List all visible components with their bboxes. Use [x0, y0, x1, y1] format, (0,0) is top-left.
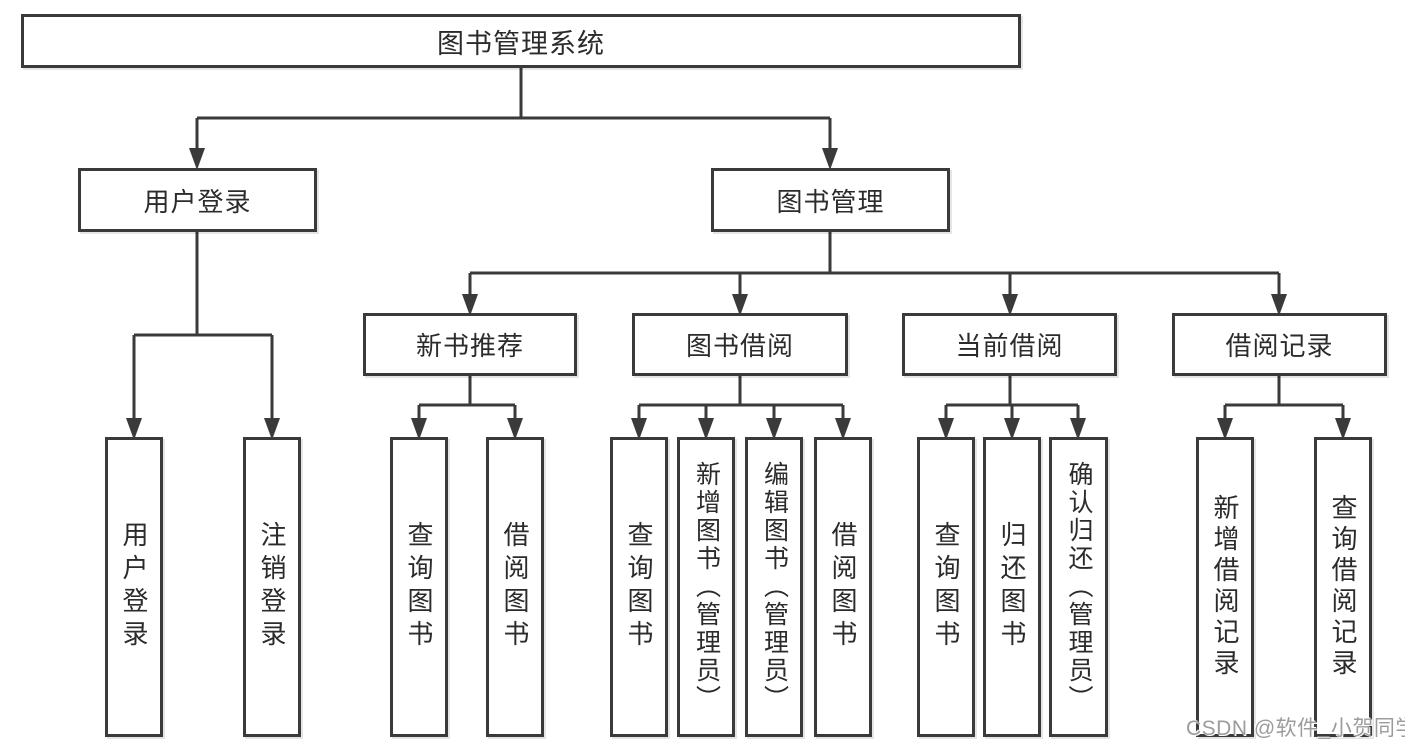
leaf-add-borrow-record-label: 新增借阅记录 [1210, 494, 1240, 680]
leaf-query-books-current: 查询图书 [917, 437, 975, 737]
leaf-query-books-current-label: 查询图书 [931, 521, 961, 653]
leaf-query-books-recommend-label: 查询图书 [404, 521, 434, 653]
leaf-logout-label: 注销登录 [257, 521, 287, 653]
leaf-query-books-borrow-label: 查询图书 [624, 521, 654, 653]
leaf-user-login-label: 用户登录 [119, 521, 149, 653]
node-book-borrow: 图书借阅 [632, 313, 848, 376]
arrowheads-level2 [189, 148, 838, 170]
arrowheads-new-book-leaves [411, 418, 523, 440]
leaf-confirm-return-admin-label: 确认归还（管理员） [1065, 461, 1093, 713]
connector-root-to-level2 [195, 68, 832, 150]
leaf-logout: 注销登录 [243, 437, 301, 737]
leaf-borrow-books: 借阅图书 [814, 437, 872, 737]
node-book-management-label: 图书管理 [776, 186, 885, 217]
node-user-login: 用户登录 [78, 168, 317, 232]
connector-book-borrow-to-leaves [637, 376, 845, 420]
leaf-query-borrow-record: 查询借阅记录 [1314, 437, 1372, 737]
connector-book-management-to-level3 [468, 232, 1281, 295]
arrowheads-level3 [462, 294, 1287, 316]
arrowheads-current-borrow-leaves [938, 418, 1086, 440]
node-current-borrow: 当前借阅 [902, 313, 1117, 376]
arrowheads-borrow-records-leaves [1217, 418, 1351, 440]
leaf-return-book: 归还图书 [983, 437, 1041, 737]
arrowheads-book-borrow-leaves [631, 418, 851, 440]
node-borrow-records: 借阅记录 [1172, 313, 1387, 376]
leaf-return-book-label: 归还图书 [997, 521, 1027, 653]
leaf-confirm-return-admin: 确认归还（管理员） [1049, 437, 1108, 737]
leaf-borrow-books-recommend: 借阅图书 [486, 437, 544, 737]
leaf-edit-book-admin: 编辑图书（管理员） [745, 437, 803, 737]
node-new-book-recommend: 新书推荐 [363, 313, 577, 376]
csdn-watermark: CSDN @软件_小贺同学 [1186, 717, 1405, 740]
node-library-management-system: 图书管理系统 [21, 14, 1021, 68]
leaf-user-login: 用户登录 [105, 437, 163, 737]
leaf-add-borrow-record: 新增借阅记录 [1196, 437, 1254, 737]
connector-user-login-to-leaves [132, 232, 274, 420]
leaf-add-book-admin: 新增图书（管理员） [677, 437, 735, 737]
node-current-borrow-label: 当前借阅 [955, 331, 1064, 361]
leaf-borrow-books-label: 借阅图书 [828, 521, 858, 653]
leaf-add-book-admin-label: 新增图书（管理员） [692, 461, 721, 713]
node-book-borrow-label: 图书借阅 [685, 331, 794, 361]
leaf-edit-book-admin-label: 编辑图书（管理员） [760, 461, 789, 713]
leaf-query-books-recommend: 查询图书 [390, 437, 448, 737]
leaf-query-books-borrow: 查询图书 [610, 437, 668, 737]
connector-new-book-to-leaves [417, 376, 517, 420]
node-new-book-recommend-label: 新书推荐 [415, 331, 524, 361]
leaf-borrow-books-recommend-label: 借阅图书 [500, 521, 530, 653]
connector-borrow-records-to-leaves [1223, 376, 1345, 420]
node-borrow-records-label: 借阅记录 [1225, 331, 1334, 361]
node-user-login-label: 用户登录 [143, 186, 252, 217]
node-library-management-system-label: 图书管理系统 [437, 28, 605, 59]
leaf-query-borrow-record-label: 查询借阅记录 [1328, 494, 1358, 680]
node-book-management: 图书管理 [711, 168, 950, 232]
arrowheads-user-login-leaves [126, 418, 280, 440]
connector-current-borrow-to-leaves [944, 376, 1080, 420]
